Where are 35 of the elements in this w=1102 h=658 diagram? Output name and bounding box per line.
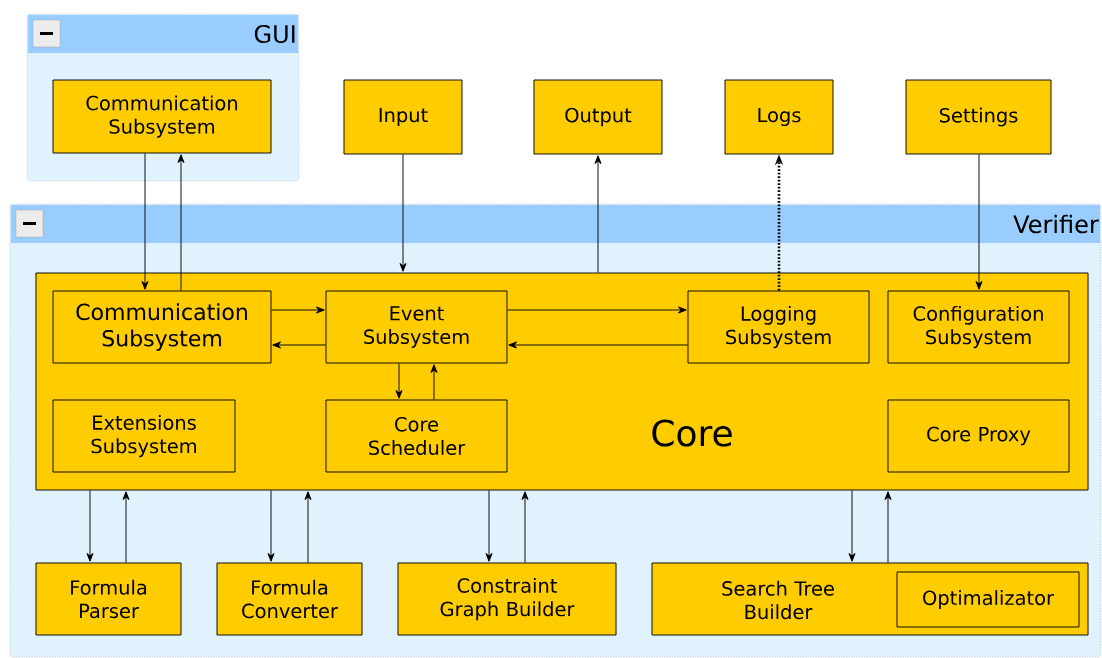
arrow [884,491,892,563]
arrow [122,491,130,563]
component-box: Formula Parser [35,562,182,636]
arrow [975,154,983,290]
arrow [508,341,688,349]
arrow [272,341,326,349]
arrow [485,490,493,562]
component-box: Core Scheduler [325,399,508,473]
component-box: Configuration Subsystem [887,290,1070,364]
component-box: Core Proxy [887,399,1070,473]
component-box: Communication Subsystem [52,290,272,364]
arrow [267,490,275,562]
component-box: Input [343,79,463,155]
component-box: Constraint Graph Builder [397,562,617,636]
arrow [141,153,149,290]
component-box: Extensions Subsystem [52,399,236,473]
component-box: Logging Subsystem [687,290,870,364]
arrow [177,154,185,291]
arrow [507,306,687,314]
arrow [594,155,602,273]
arrow [430,364,438,400]
component-box: Event Subsystem [325,290,508,364]
arrow [271,306,325,314]
arrow [86,490,94,562]
arrow [304,491,312,563]
arrow [395,363,403,399]
component-box: Settings [905,79,1052,155]
arrow [399,154,407,272]
arrow [521,491,529,563]
arrow [848,490,856,562]
component-box: Output [533,79,663,155]
component-box: Optimalizator [896,571,1080,628]
component-box: Communication Subsystem [52,79,272,154]
component-box: Logs [724,79,834,155]
component-box: Formula Converter [216,562,363,636]
